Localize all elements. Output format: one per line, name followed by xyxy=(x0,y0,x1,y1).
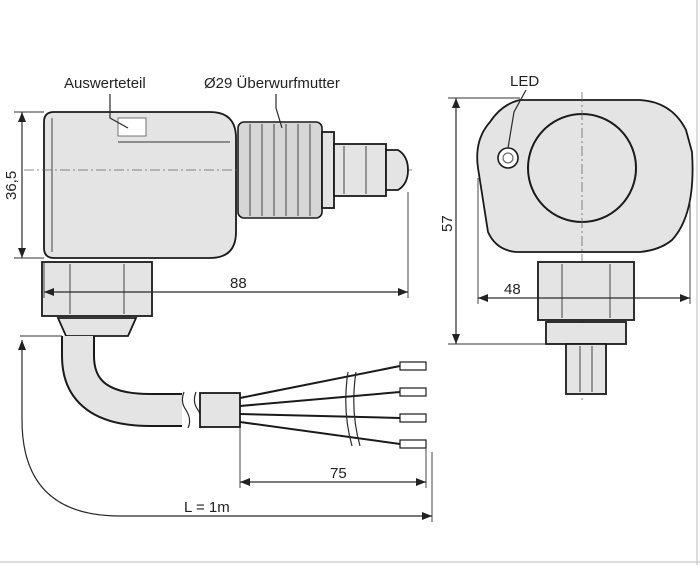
cable-end xyxy=(199,392,241,428)
connector-shaft xyxy=(333,143,387,197)
dim-text-36-5: 36,5 xyxy=(3,171,20,200)
side-hex-nut xyxy=(537,261,635,321)
wires xyxy=(239,361,427,449)
label-window xyxy=(117,117,147,137)
led-indicator xyxy=(497,147,519,169)
dim-88 xyxy=(43,192,409,298)
union-nut xyxy=(237,121,323,219)
knurl-lines xyxy=(249,124,311,216)
cable-break-mark xyxy=(181,391,191,429)
label-led: LED xyxy=(510,73,539,90)
wire-ends xyxy=(399,361,427,449)
leader-led xyxy=(507,89,527,149)
side-cable xyxy=(565,343,607,395)
wire-break-mark xyxy=(345,371,353,447)
dim-text-57: 57 xyxy=(439,215,456,232)
dim-57 xyxy=(448,97,546,345)
connector-tip xyxy=(385,149,409,191)
dim-text-48: 48 xyxy=(504,281,521,298)
dim-text-88: 88 xyxy=(230,275,247,292)
connector-collar xyxy=(321,131,335,209)
cable-gland-seal xyxy=(56,317,138,337)
label-evaluation-unit: Auswerteteil xyxy=(64,75,146,92)
dim-text-75: 75 xyxy=(330,465,347,482)
cable-gland-hex xyxy=(41,261,153,317)
evaluation-unit-body xyxy=(43,111,237,259)
dim-cable-length xyxy=(18,335,433,522)
dim-48 xyxy=(477,178,691,304)
leader-evaluation-unit xyxy=(109,94,129,129)
front-view: Auswerteteil Ø29 Überwurfmutter 36,5 88 … xyxy=(3,74,433,522)
side-gland-seal xyxy=(545,321,627,345)
side-view: LED 57 48 xyxy=(439,73,694,400)
dim-36-5 xyxy=(14,111,44,259)
dim-text-cable-length: L = 1m xyxy=(184,499,230,516)
label-union-nut: Ø29 Überwurfmutter xyxy=(204,74,340,92)
leader-union-nut xyxy=(275,94,283,129)
dim-75 xyxy=(239,428,427,488)
